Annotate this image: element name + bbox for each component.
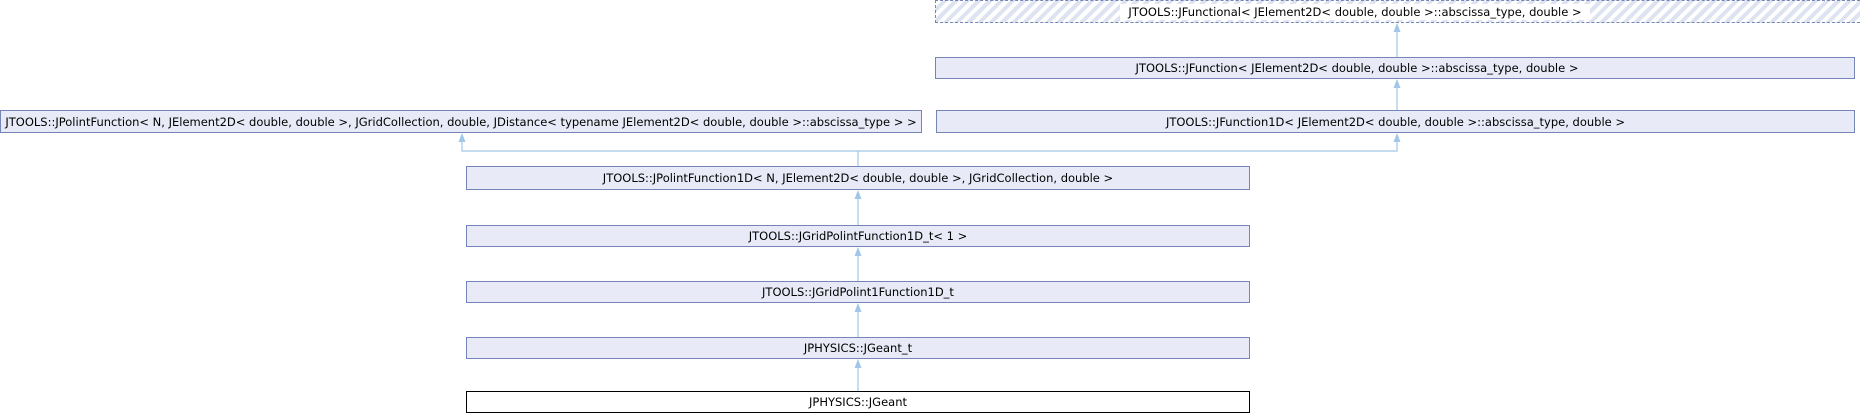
edge-jgridpolint1function1d-t-to-jgridpolintfunction1d-t [854, 247, 862, 281]
edge-jgeant-t-to-jgridpolint1function1d-t [854, 303, 862, 337]
edge-jgeant-to-jgeant-t [854, 359, 862, 391]
class-node-jpolintfunction[interactable]: JTOOLS::JPolintFunction< N, JElement2D< … [0, 110, 922, 133]
class-node-jgridpolintfunction1d-t[interactable]: JTOOLS::JGridPolintFunction1D_t< 1 > [466, 225, 1250, 247]
class-node-jpolintfunction1d[interactable]: JTOOLS::JPolintFunction1D< N, JElement2D… [466, 166, 1250, 190]
class-node-label: JTOOLS::JFunction< JElement2D< double, d… [1135, 61, 1579, 75]
class-node-jgridpolint1function1d-t[interactable]: JTOOLS::JGridPolint1Function1D_t [466, 281, 1250, 303]
class-node-jgeant-t[interactable]: JPHYSICS::JGeant_t [466, 337, 1250, 359]
edge-jgridpolintfunction1d-t-to-jpolintfunction1d [854, 190, 862, 225]
edge-jpolintfunction1d-to-parents [458, 133, 1401, 166]
edge-jfunction-to-jfunctional [1393, 23, 1401, 57]
class-node-jgeant-current: JPHYSICS::JGeant [466, 391, 1250, 413]
class-node-label: JPHYSICS::JGeant [809, 395, 907, 409]
class-node-label: JTOOLS::JGridPolint1Function1D_t [762, 285, 954, 299]
edge-jfunction1d-to-jfunction [1393, 79, 1401, 110]
class-node-label: JTOOLS::JFunctional< JElement2D< double,… [1120, 3, 1590, 20]
class-node-jfunctional: JTOOLS::JFunctional< JElement2D< double,… [935, 0, 1860, 23]
class-node-label: JPHYSICS::JGeant_t [803, 341, 913, 355]
class-node-jfunction1d[interactable]: JTOOLS::JFunction1D< JElement2D< double,… [936, 110, 1855, 133]
class-node-jfunction[interactable]: JTOOLS::JFunction< JElement2D< double, d… [935, 57, 1855, 79]
class-node-label: JTOOLS::JFunction1D< JElement2D< double,… [1165, 114, 1626, 129]
class-node-label: JTOOLS::JGridPolintFunction1D_t< 1 > [748, 229, 968, 243]
class-node-label: JTOOLS::JPolintFunction1D< N, JElement2D… [602, 171, 1114, 185]
class-node-label: JTOOLS::JPolintFunction< N, JElement2D< … [5, 114, 917, 129]
